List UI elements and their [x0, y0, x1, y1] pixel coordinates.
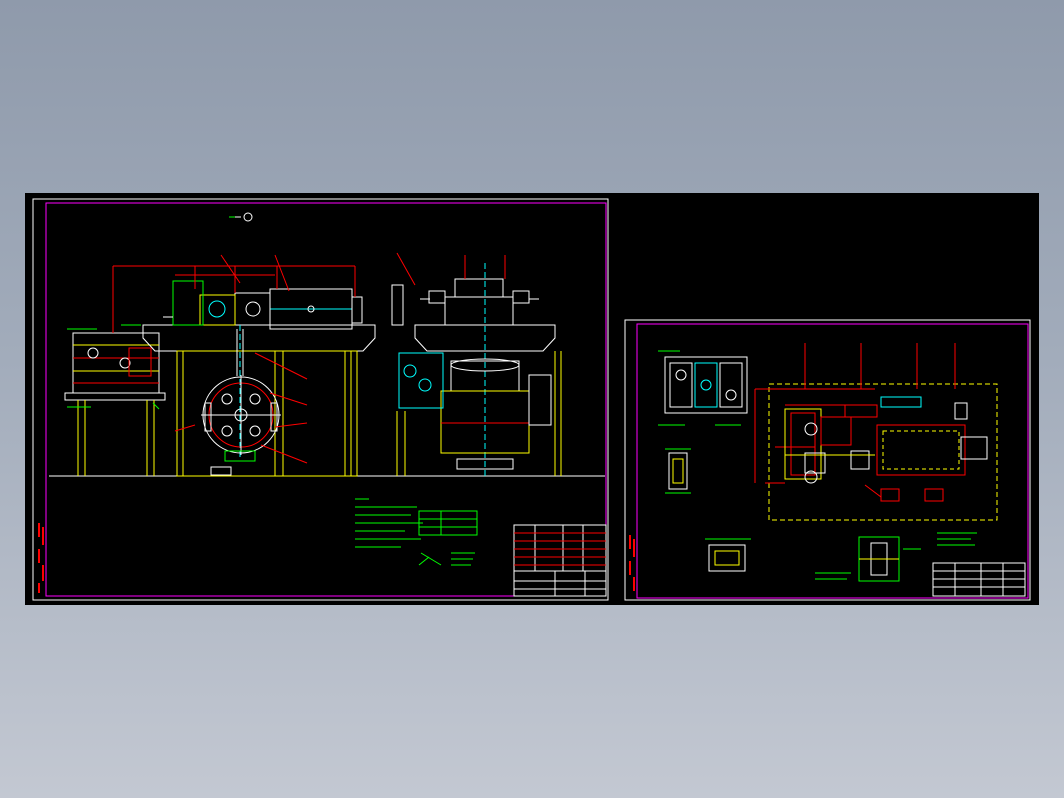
- title-block: [932, 562, 1026, 597]
- support-structure: [142, 324, 376, 477]
- cad-model-space: [25, 193, 1039, 605]
- side-elevation-small-unit: [64, 324, 166, 476]
- drawing-plan-layout: [624, 319, 1031, 601]
- title-block: [513, 524, 607, 597]
- section-detail-small: [665, 448, 691, 494]
- front-elevation: [391, 252, 562, 476]
- dimension-lines-top: [112, 265, 356, 333]
- binding-strip: [629, 535, 635, 591]
- drawing-general-arrangement: [32, 198, 609, 601]
- view-symbol: [229, 212, 253, 222]
- drawing-frame-inner: [45, 202, 607, 597]
- plan-machinery: [784, 396, 988, 502]
- binding-strip: [38, 523, 44, 593]
- section-detail-bottom-left: [705, 538, 751, 572]
- plan-boundary: [768, 383, 998, 521]
- drawing-frame-outer: [624, 319, 1031, 601]
- technical-notes: [937, 532, 977, 546]
- leader-lines: [174, 254, 308, 464]
- technical-notes: [355, 498, 478, 566]
- drive-assembly: [163, 280, 363, 330]
- plan-equipment-block: [658, 350, 748, 426]
- vertical-shaft: [236, 325, 244, 458]
- section-detail-bottom-center: [815, 536, 921, 582]
- rotary-drum: [201, 375, 281, 476]
- drawing-frame-outer: [32, 198, 609, 601]
- drawing-frame-inner: [636, 323, 1029, 599]
